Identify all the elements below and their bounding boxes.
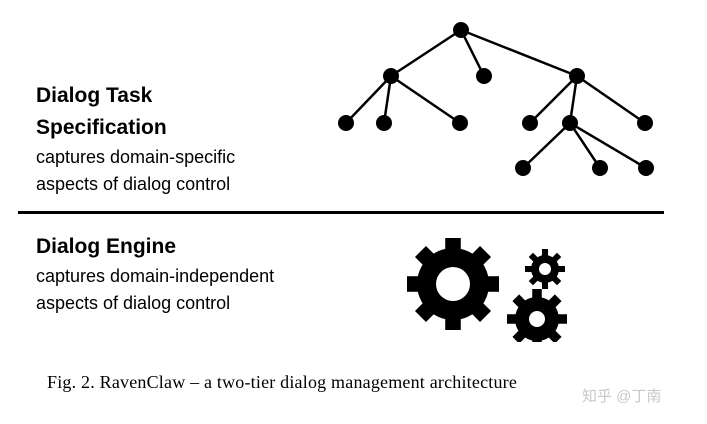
task-tree-icon [338,22,654,176]
dialog-engine-desc-line2: aspects of dialog control [36,293,231,313]
dialog-engine-desc-line1: captures domain-independent [36,266,275,286]
dialog-engine-title: Dialog Engine [36,235,177,258]
task-spec-desc-line1: captures domain-specific [36,147,236,167]
task-spec-desc-line2: aspects of dialog control [36,174,231,194]
small-gear-icon [525,249,565,289]
large-gear-icon [407,238,499,330]
medium-gear-icon [507,289,567,342]
task-spec-title-line2: Specification [36,116,167,139]
gears-icon [407,238,567,342]
watermark: 知乎 @丁南 [582,388,662,405]
figure-caption: Fig. 2. RavenClaw – a two-tier dialog ma… [47,372,518,392]
task-spec-block: Dialog Task Specification captures domai… [36,80,235,198]
dialog-engine-block: Dialog Engine captures domain-independen… [36,231,274,317]
tier-divider [18,211,664,214]
task-spec-title-line1: Dialog Task [36,84,153,107]
